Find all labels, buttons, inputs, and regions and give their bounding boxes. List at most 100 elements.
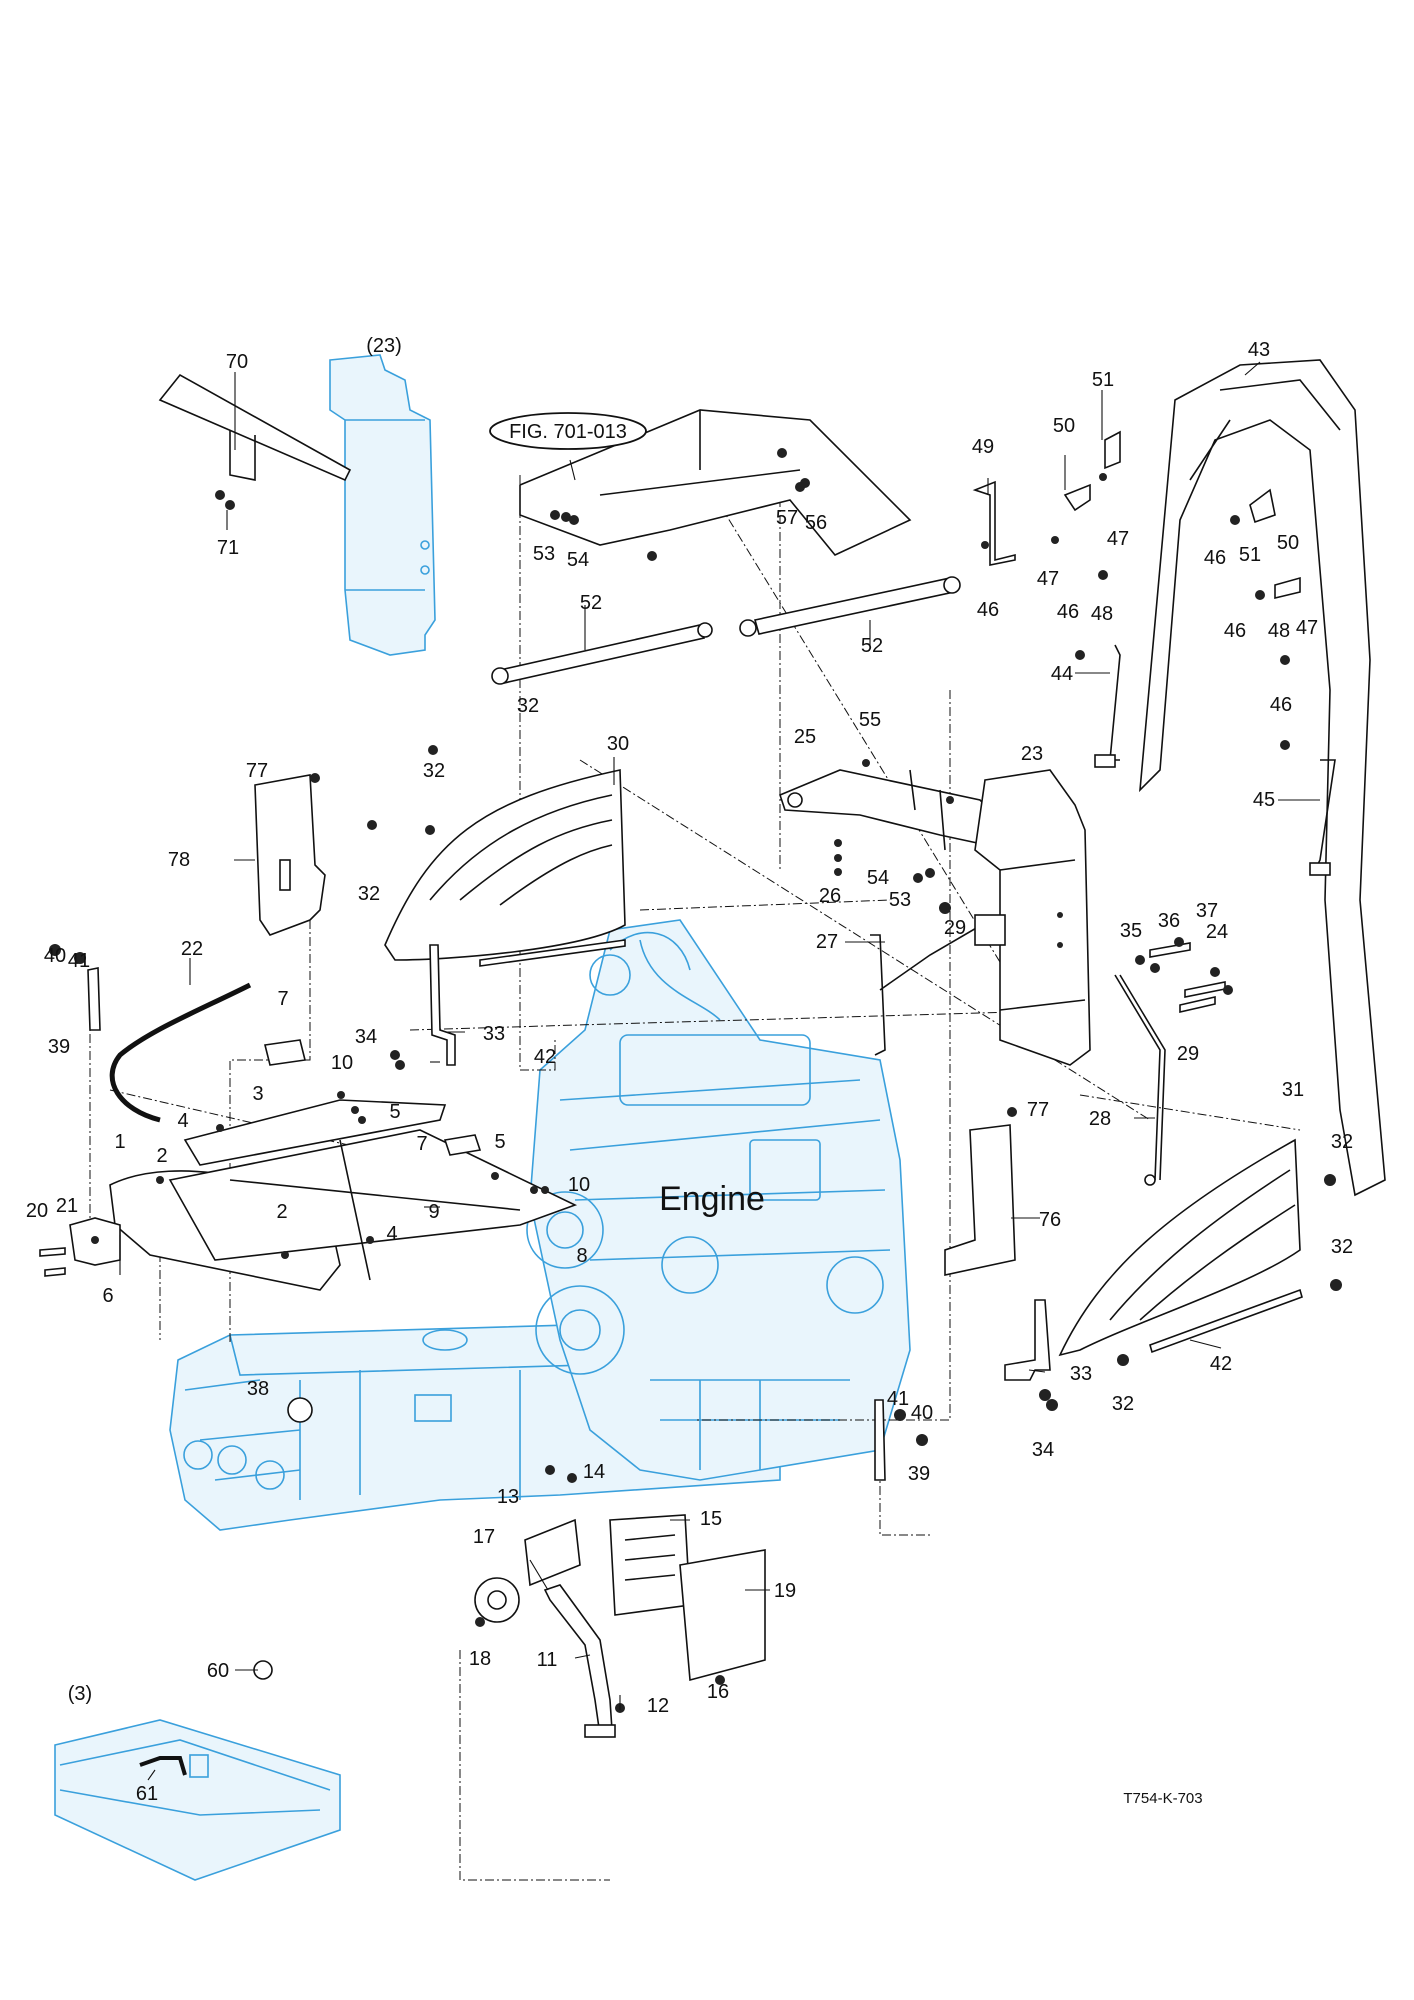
callout-31[interactable]: 31 bbox=[1282, 1079, 1304, 1101]
latch-brackets-44-45 bbox=[1094, 644, 1336, 876]
callout-61[interactable]: 61 bbox=[136, 1783, 158, 1805]
callout-53[interactable]: 53 bbox=[889, 889, 911, 911]
callout-33[interactable]: 33 bbox=[483, 1023, 505, 1045]
callout-50[interactable]: 50 bbox=[1053, 415, 1075, 437]
callout-60[interactable]: 60 bbox=[207, 1660, 229, 1682]
callout-70[interactable]: 70 bbox=[226, 351, 248, 373]
callout-6[interactable]: 6 bbox=[102, 1285, 113, 1307]
callout-2[interactable]: 2 bbox=[276, 1201, 287, 1223]
callout-4[interactable]: 4 bbox=[386, 1223, 397, 1245]
callout-51[interactable]: 51 bbox=[1239, 544, 1261, 566]
callout-4[interactable]: 4 bbox=[177, 1110, 188, 1132]
callout-41[interactable]: 41 bbox=[887, 1388, 909, 1410]
callout-46[interactable]: 46 bbox=[1204, 547, 1226, 569]
callout-37[interactable]: 37 bbox=[1196, 900, 1218, 922]
callout-28[interactable]: 28 bbox=[1089, 1108, 1111, 1130]
callout-3-ref[interactable]: (3) bbox=[68, 1683, 92, 1705]
callout-55[interactable]: 55 bbox=[859, 709, 881, 731]
callout-7[interactable]: 7 bbox=[277, 988, 288, 1010]
callout-21[interactable]: 21 bbox=[56, 1195, 78, 1217]
callout-53[interactable]: 53 bbox=[533, 543, 555, 565]
ecu-group-13-19 bbox=[524, 1514, 766, 1682]
callout-18[interactable]: 18 bbox=[469, 1648, 491, 1670]
figure-reference-bubble[interactable]: FIG. 701-013 bbox=[489, 412, 647, 450]
callout-23-ref[interactable]: (23) bbox=[366, 335, 402, 357]
callout-26[interactable]: 26 bbox=[819, 885, 841, 907]
callout-34[interactable]: 34 bbox=[355, 1026, 377, 1048]
callout-76[interactable]: 76 bbox=[1039, 1209, 1061, 1231]
callout-54[interactable]: 54 bbox=[867, 867, 889, 889]
callout-14[interactable]: 14 bbox=[583, 1461, 605, 1483]
callout-47[interactable]: 47 bbox=[1037, 568, 1059, 590]
callout-52[interactable]: 52 bbox=[580, 592, 602, 614]
callout-46[interactable]: 46 bbox=[977, 599, 999, 621]
callout-48[interactable]: 48 bbox=[1091, 603, 1113, 625]
callout-41[interactable]: 41 bbox=[68, 950, 90, 972]
callout-49[interactable]: 49 bbox=[972, 436, 994, 458]
callout-39[interactable]: 39 bbox=[908, 1463, 930, 1485]
callout-42[interactable]: 42 bbox=[534, 1046, 556, 1068]
callout-77[interactable]: 77 bbox=[1027, 1099, 1049, 1121]
callout-13[interactable]: 13 bbox=[497, 1486, 519, 1508]
callout-29[interactable]: 29 bbox=[1177, 1043, 1199, 1065]
callout-47[interactable]: 47 bbox=[1107, 528, 1129, 550]
callout-19[interactable]: 19 bbox=[774, 1580, 796, 1602]
callout-33[interactable]: 33 bbox=[1070, 1363, 1092, 1385]
callout-46[interactable]: 46 bbox=[1270, 694, 1292, 716]
callout-1[interactable]: 1 bbox=[114, 1131, 125, 1153]
callout-3[interactable]: 3 bbox=[252, 1083, 263, 1105]
callout-46[interactable]: 46 bbox=[1057, 601, 1079, 623]
callout-77[interactable]: 77 bbox=[246, 760, 268, 782]
callout-10[interactable]: 10 bbox=[331, 1052, 353, 1074]
callout-30[interactable]: 30 bbox=[607, 733, 629, 755]
callout-43[interactable]: 43 bbox=[1248, 339, 1270, 361]
callout-38[interactable]: 38 bbox=[247, 1378, 269, 1400]
callout-9[interactable]: 9 bbox=[428, 1201, 439, 1223]
callout-50[interactable]: 50 bbox=[1277, 532, 1299, 554]
callout-25[interactable]: 25 bbox=[794, 726, 816, 748]
callout-32[interactable]: 32 bbox=[517, 695, 539, 717]
callout-24[interactable]: 24 bbox=[1206, 921, 1228, 943]
callout-15[interactable]: 15 bbox=[700, 1508, 722, 1530]
callout-40[interactable]: 40 bbox=[911, 1402, 933, 1424]
callout-16[interactable]: 16 bbox=[707, 1681, 729, 1703]
callout-27[interactable]: 27 bbox=[816, 931, 838, 953]
callout-57[interactable]: 57 bbox=[776, 507, 798, 529]
callout-40[interactable]: 40 bbox=[44, 945, 66, 967]
callout-20[interactable]: 20 bbox=[26, 1200, 48, 1222]
callout-23[interactable]: 23 bbox=[1021, 743, 1043, 765]
callout-8[interactable]: 8 bbox=[576, 1245, 587, 1267]
callout-52[interactable]: 52 bbox=[861, 635, 883, 657]
callout-48[interactable]: 48 bbox=[1268, 620, 1290, 642]
callout-45[interactable]: 45 bbox=[1253, 789, 1275, 811]
callout-35[interactable]: 35 bbox=[1120, 920, 1142, 942]
callout-11[interactable]: 11 bbox=[537, 1649, 558, 1671]
callout-12[interactable]: 12 bbox=[647, 1695, 669, 1717]
callout-56[interactable]: 56 bbox=[805, 512, 827, 534]
callout-29[interactable]: 29 bbox=[944, 917, 966, 939]
callout-32[interactable]: 32 bbox=[358, 883, 380, 905]
callout-78[interactable]: 78 bbox=[168, 849, 190, 871]
callout-32[interactable]: 32 bbox=[1112, 1393, 1134, 1415]
callout-54[interactable]: 54 bbox=[567, 549, 589, 571]
callout-32[interactable]: 32 bbox=[1331, 1131, 1353, 1153]
callout-34[interactable]: 34 bbox=[1032, 1439, 1054, 1461]
callout-47[interactable]: 47 bbox=[1296, 617, 1318, 639]
under-cover-3 bbox=[168, 1099, 578, 1281]
callout-10[interactable]: 10 bbox=[568, 1174, 590, 1196]
callout-36[interactable]: 36 bbox=[1158, 910, 1180, 932]
callout-5[interactable]: 5 bbox=[494, 1131, 505, 1153]
callout-51[interactable]: 51 bbox=[1092, 369, 1114, 391]
callout-39[interactable]: 39 bbox=[48, 1036, 70, 1058]
callout-2[interactable]: 2 bbox=[156, 1145, 167, 1167]
callout-71[interactable]: 71 bbox=[217, 537, 239, 559]
callout-46[interactable]: 46 bbox=[1224, 620, 1246, 642]
callout-5[interactable]: 5 bbox=[389, 1101, 400, 1123]
callout-17[interactable]: 17 bbox=[473, 1526, 495, 1548]
callout-32[interactable]: 32 bbox=[1331, 1236, 1353, 1258]
callout-7[interactable]: 7 bbox=[416, 1133, 427, 1155]
callout-32[interactable]: 32 bbox=[423, 760, 445, 782]
callout-22[interactable]: 22 bbox=[181, 938, 203, 960]
callout-42[interactable]: 42 bbox=[1210, 1353, 1232, 1375]
callout-44[interactable]: 44 bbox=[1051, 663, 1073, 685]
